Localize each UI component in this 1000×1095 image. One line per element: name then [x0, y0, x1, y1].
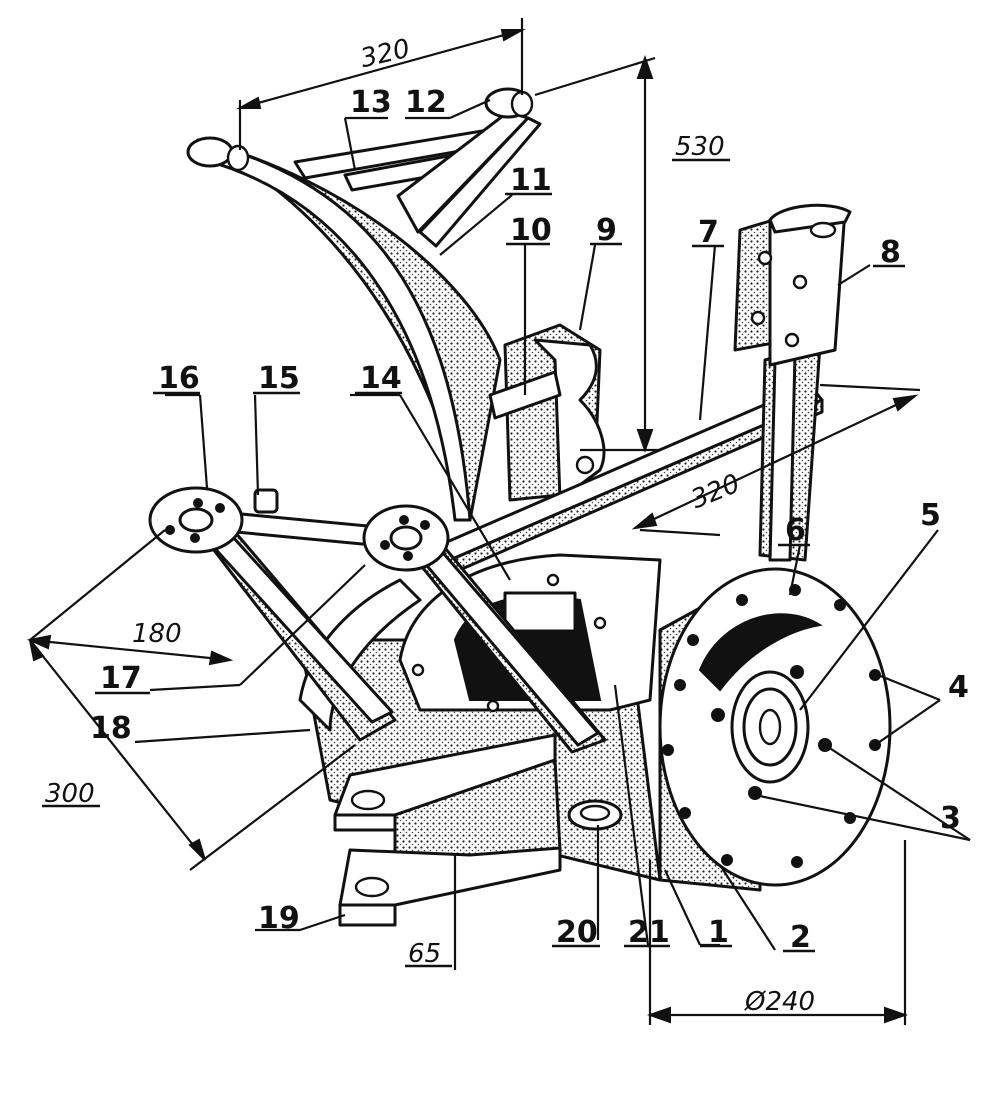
- part-label-16: 16: [158, 361, 200, 396]
- dimension-lines: [26, 18, 921, 1025]
- leader-lines: [134, 98, 971, 951]
- part-label-1: 1: [708, 915, 729, 950]
- part-label-21: 21: [628, 915, 670, 950]
- part-labels: 1 2 3 4 5 6 7 8 9 10 11 12 13 14 15 16 1…: [90, 85, 969, 955]
- part-label-15: 15: [258, 361, 300, 396]
- part-label-17: 17: [100, 661, 142, 696]
- part-label-20: 20: [556, 915, 598, 950]
- dim-arm-length: 300: [45, 779, 95, 809]
- part-label-5: 5: [920, 498, 941, 533]
- part-label-19: 19: [258, 901, 300, 936]
- part-label-10: 10: [510, 213, 552, 248]
- part-label-18: 18: [90, 711, 132, 746]
- dim-top-width: 320: [358, 34, 413, 74]
- hitch-upright: [733, 203, 852, 562]
- part-label-6: 6: [785, 513, 806, 548]
- part-label-9: 9: [596, 213, 617, 248]
- part-label-11: 11: [510, 163, 552, 198]
- part-label-2: 2: [790, 920, 811, 955]
- part-label-4: 4: [948, 670, 969, 705]
- disc-wheel: [658, 567, 892, 892]
- tine-arms: [148, 486, 607, 754]
- part-label-8: 8: [880, 235, 901, 270]
- lower-bracket: [333, 733, 623, 927]
- dim-height: 530: [675, 132, 725, 162]
- part-label-13: 13: [350, 85, 392, 120]
- part-label-12: 12: [405, 85, 447, 120]
- dim-frame-length: 320: [687, 469, 744, 515]
- dim-wheel-diameter: Ø240: [744, 987, 815, 1017]
- machine-parts: [148, 87, 892, 927]
- dim-bracket-gap: 65: [408, 939, 441, 969]
- part-label-7: 7: [698, 215, 719, 250]
- part-label-3: 3: [940, 801, 961, 836]
- dim-arm-span: 180: [132, 619, 182, 649]
- curved-blade: [186, 136, 502, 522]
- part-label-14: 14: [360, 361, 402, 396]
- blade-bracket: [488, 323, 606, 502]
